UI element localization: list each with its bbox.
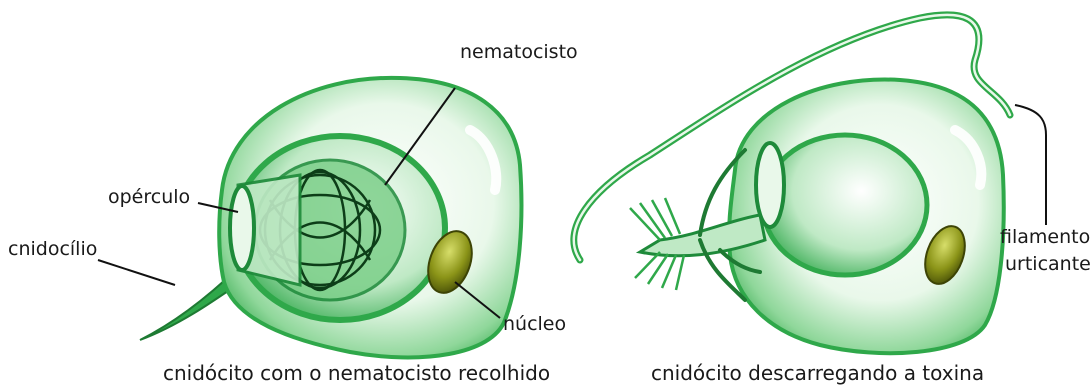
label-filamento-line1: filamento [1000, 226, 1090, 248]
cnidocyte-discharging [574, 15, 1010, 353]
left-operculum [230, 186, 254, 270]
label-filamento-line2: urticante [1005, 253, 1091, 275]
cnidocyte-retracted [140, 78, 521, 358]
label-nucleo: núcleo [503, 313, 566, 335]
caption-right: cnidócito descarregando a toxina [651, 361, 984, 385]
label-nematocisto: nematocisto [460, 41, 578, 63]
label-cnidocilio: cnidocílio [8, 238, 97, 260]
label-operculo: opérculo [108, 186, 190, 208]
right-nematocyst-capsule [763, 135, 927, 275]
leader-cnidocilio [98, 260, 175, 285]
leader-filamento [1015, 105, 1046, 225]
caption-left: cnidócito com o nematocisto recolhido [163, 361, 550, 385]
